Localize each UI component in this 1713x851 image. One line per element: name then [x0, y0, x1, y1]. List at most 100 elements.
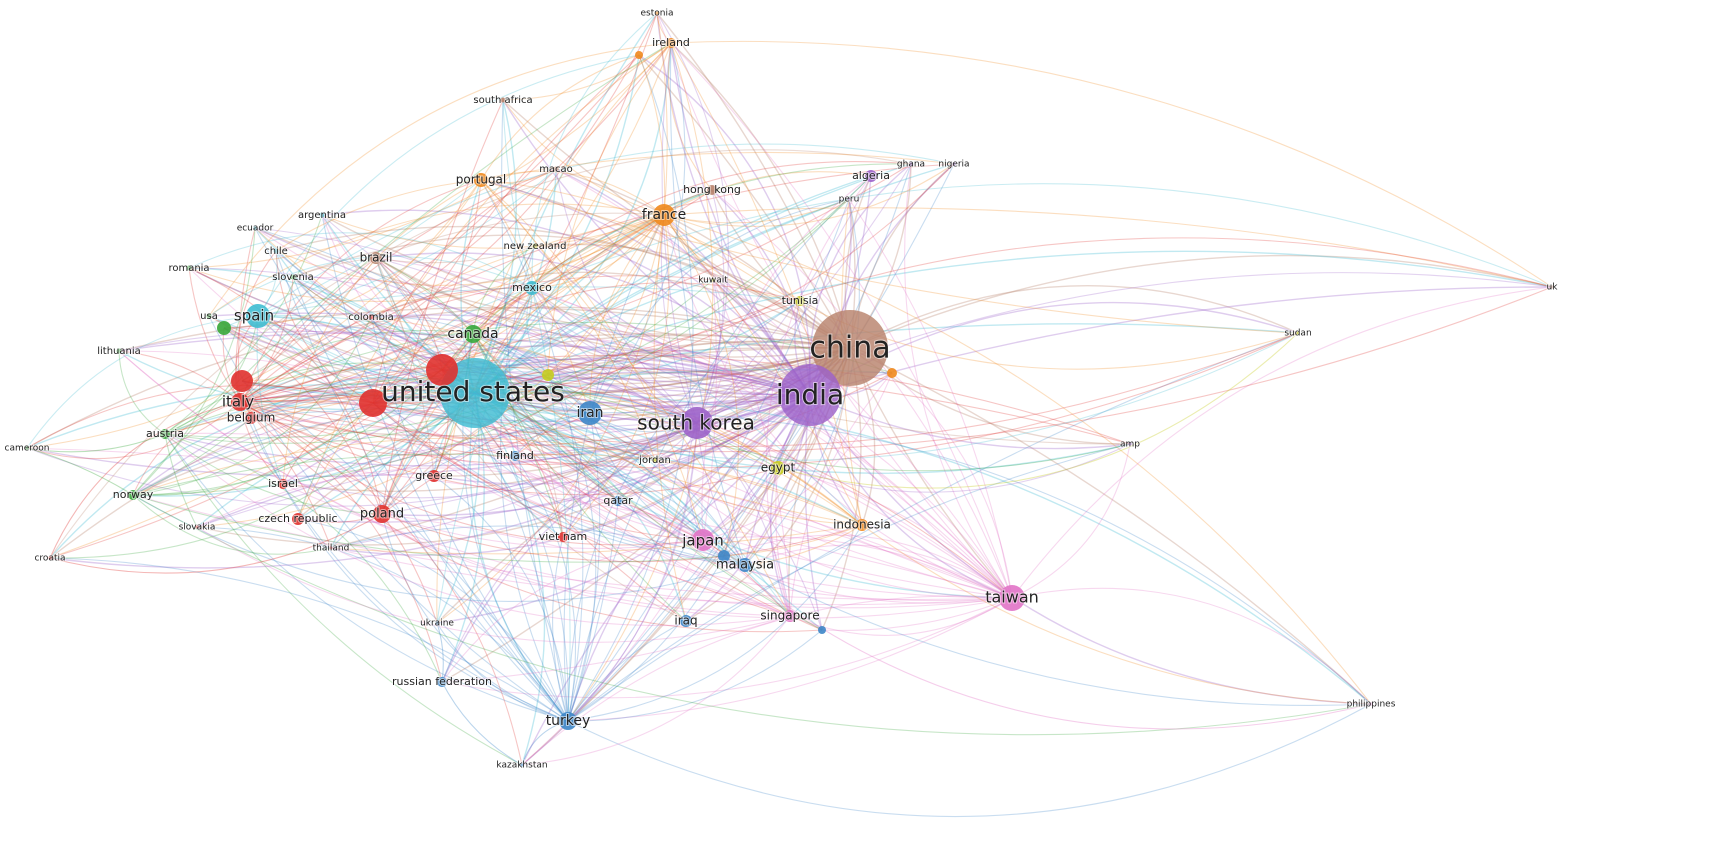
link-italy-iran	[239, 401, 591, 457]
link-france-canada	[472, 214, 665, 335]
link-south_korea-ghana	[696, 163, 912, 424]
link-mexico-hong_kong	[531, 189, 713, 289]
link-taiwan-unlabeled_8	[821, 597, 1013, 631]
label-ireland: ireland	[652, 36, 690, 49]
link-canada-unlabeled_3	[241, 329, 474, 382]
link-south_korea-singapore	[696, 422, 791, 617]
link-poland-indonesia	[381, 513, 863, 563]
link-china-chile	[275, 225, 851, 349]
node-peru	[847, 197, 851, 201]
link-france-nigeria	[663, 163, 955, 227]
label-sudan: sudan	[1284, 329, 1311, 339]
link-united_states-amp	[474, 392, 1131, 474]
label-nigeria: nigeria	[938, 160, 969, 170]
link-unlabeled_1-taiwan	[441, 369, 1013, 599]
link-turkey-south_africa	[501, 99, 569, 722]
label-uk: uk	[1547, 283, 1559, 293]
link-turkey-argentina	[321, 214, 569, 722]
link-japan-austria	[164, 432, 704, 541]
label-indonesia: indonesia	[833, 518, 891, 532]
link-spain-cameroon	[26, 315, 259, 449]
link-singapore-argentina	[321, 214, 791, 617]
link-united_states-russian_federation	[441, 392, 485, 683]
link-south_korea-argentina	[321, 214, 698, 424]
link-france-greece	[433, 214, 665, 477]
link-italy-macao	[239, 168, 557, 403]
link-spain-singapore	[257, 315, 791, 617]
link-india-unlabeled_3	[241, 380, 811, 423]
label-cameroon: cameroon	[5, 444, 50, 454]
link-china-portugal	[480, 179, 851, 349]
link-indonesia-colombia	[370, 316, 863, 526]
link-brazil-croatia	[49, 257, 377, 559]
link-turkey-slovenia	[292, 276, 569, 722]
link-south_korea-brazil	[375, 257, 698, 424]
link-iran-norway	[132, 405, 591, 496]
link-italy-russian_federation	[239, 401, 443, 683]
link-croatia-poland	[49, 513, 383, 574]
link-india-unlabeled_2	[372, 357, 811, 404]
link-cameroon-austria	[26, 433, 166, 453]
node-amp	[1128, 442, 1132, 446]
link-brazil-greece	[375, 257, 435, 477]
link-france-unlabeled_7	[663, 214, 739, 557]
link-france-algeria	[663, 171, 872, 216]
link-ireland-indonesia	[670, 42, 863, 526]
node-france	[653, 204, 675, 226]
link-italy-amp	[239, 354, 1131, 445]
link-united_states-ireland	[474, 42, 672, 394]
link-south_korea-hong_kong	[696, 189, 725, 424]
label-united-states: united states	[381, 375, 565, 408]
link-united_states-estonia	[474, 12, 658, 394]
link-united_states-slovakia	[196, 392, 476, 528]
node-indonesia	[856, 519, 868, 531]
node-unlabeled-8	[818, 626, 826, 634]
link-india-ghana	[808, 163, 912, 396]
link-mexico-ukraine	[436, 287, 533, 624]
label-austria: austria	[146, 427, 184, 440]
node-qatar	[613, 496, 623, 506]
link-malaysia-belgium	[250, 410, 746, 566]
link-italy-israel	[239, 401, 284, 485]
link-taiwan-ecuador	[254, 227, 1013, 599]
link-france-ukraine	[436, 214, 665, 624]
link-taiwan-israel	[282, 483, 1013, 609]
link-iran-philippines	[589, 411, 1372, 705]
link-united_states-turkey	[469, 392, 569, 722]
link-taiwan-singapore	[789, 597, 1013, 636]
link-unlabeled_1-croatia	[49, 369, 443, 559]
link-italy-slovenia	[239, 276, 294, 403]
link-mexico-romania	[188, 232, 533, 289]
link-singapore-kazakhstan	[521, 615, 791, 766]
link-france-sudan	[663, 214, 1299, 370]
node-china	[812, 310, 888, 386]
link-india-macao	[555, 168, 811, 396]
link-china-unlabeled_3	[241, 347, 851, 400]
link-portugal-nigeria	[480, 151, 955, 181]
link-china-italy	[239, 333, 851, 403]
link-italy-egypt	[239, 401, 779, 496]
link-turkey-unlabeled_8	[567, 629, 823, 722]
node-israel	[278, 479, 288, 489]
node-unlabeled-9	[635, 51, 643, 59]
link-united_states-philippines	[474, 391, 1372, 705]
label-ghana: ghana	[897, 160, 925, 170]
link-china-unlabeled_8	[821, 347, 862, 631]
link-brazil-slovenia	[292, 257, 377, 278]
link-south_korea-amp	[696, 422, 1131, 493]
link-japan-lithuania	[118, 350, 704, 541]
link-turkey-slovakia	[196, 526, 569, 722]
link-united_states-norway	[132, 392, 476, 497]
link-china-estonia	[656, 12, 851, 349]
link-turkey-qatar	[567, 500, 619, 722]
link-india-ireland	[670, 42, 811, 396]
link-taiwan-romania	[188, 267, 1013, 599]
link-india-estonia	[656, 12, 811, 396]
link-turkey-chile	[275, 250, 569, 722]
link-unlabeled_2-israel	[282, 402, 374, 485]
link-mexico-turkey	[531, 287, 571, 722]
link-italy-tunisia	[239, 300, 801, 403]
link-japan-russian_federation	[441, 539, 704, 683]
link-france-mexico	[531, 214, 665, 289]
